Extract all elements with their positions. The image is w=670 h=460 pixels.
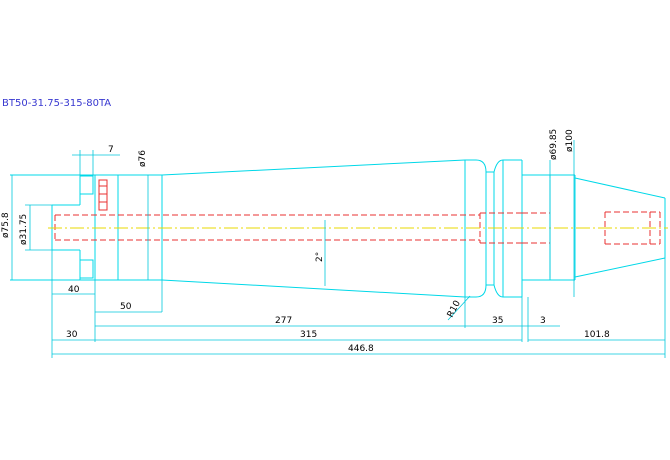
dim-40: 40 bbox=[68, 285, 80, 295]
hidden-bore bbox=[54, 179, 661, 245]
dim-d76: ø76 bbox=[138, 150, 148, 167]
dim-315: 315 bbox=[300, 330, 317, 340]
dim-50: 50 bbox=[120, 302, 132, 312]
dim-446-8: 446.8 bbox=[348, 344, 374, 354]
dim-r10: R10 bbox=[446, 299, 463, 320]
dim-d75-8: ø75.8 bbox=[1, 212, 11, 238]
dim-angle-2: 2° bbox=[315, 252, 325, 262]
drawing-title: BT50-31.75-315-80TA bbox=[2, 98, 111, 109]
dim-30: 30 bbox=[66, 330, 78, 340]
dim-d31-75: ø31.75 bbox=[19, 214, 29, 245]
dim-35: 35 bbox=[492, 316, 503, 326]
dim-277: 277 bbox=[275, 316, 292, 326]
dim-3: 3 bbox=[540, 316, 546, 326]
dim-d100: ø100 bbox=[565, 129, 575, 152]
dim-7: 7 bbox=[108, 145, 114, 155]
dim-101-8: 101.8 bbox=[584, 330, 610, 340]
dim-d69-85: ø69.85 bbox=[549, 129, 559, 160]
dimension-labels: ø75.8 ø31.75 ø76 ø69.85 ø100 2° R10 7 40… bbox=[1, 129, 610, 354]
dimension-lines bbox=[11, 140, 666, 358]
